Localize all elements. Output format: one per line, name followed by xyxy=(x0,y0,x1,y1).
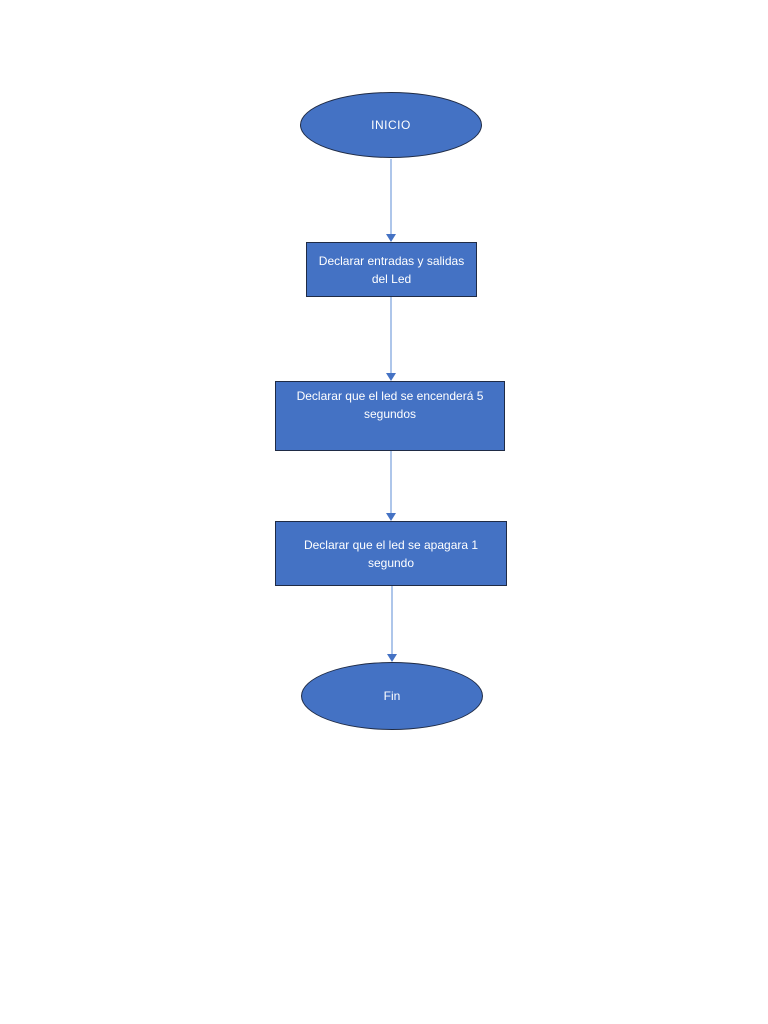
flowchart-node-inicio: INICIO xyxy=(300,92,482,158)
connector-line xyxy=(391,586,393,655)
arrow-down-icon xyxy=(386,373,396,381)
node-label-declarar-entradas: Declarar entradas y salidas del Led xyxy=(318,253,465,286)
node-label-inicio: INICIO xyxy=(371,118,411,132)
flowchart-node-led-apagara: Declarar que el led se apagara 1 segundo xyxy=(275,521,507,586)
flowchart-node-declarar-entradas: Declarar entradas y salidas del Led xyxy=(306,242,477,297)
flowchart-node-fin: Fin xyxy=(301,662,483,730)
arrow-down-icon xyxy=(387,654,397,662)
arrow-down-icon xyxy=(386,513,396,521)
node-label-fin: Fin xyxy=(383,689,401,703)
flowchart-node-led-encendera: Declarar que el led se encenderá 5 segun… xyxy=(275,381,505,451)
connector-line xyxy=(390,451,392,514)
connector-line xyxy=(390,159,392,235)
node-label-led-apagara: Declarar que el led se apagara 1 segundo xyxy=(303,537,479,570)
arrow-down-icon xyxy=(386,234,396,242)
node-label-led-encendera: Declarar que el led se encenderá 5 segun… xyxy=(296,389,484,421)
connector-line xyxy=(390,297,392,374)
